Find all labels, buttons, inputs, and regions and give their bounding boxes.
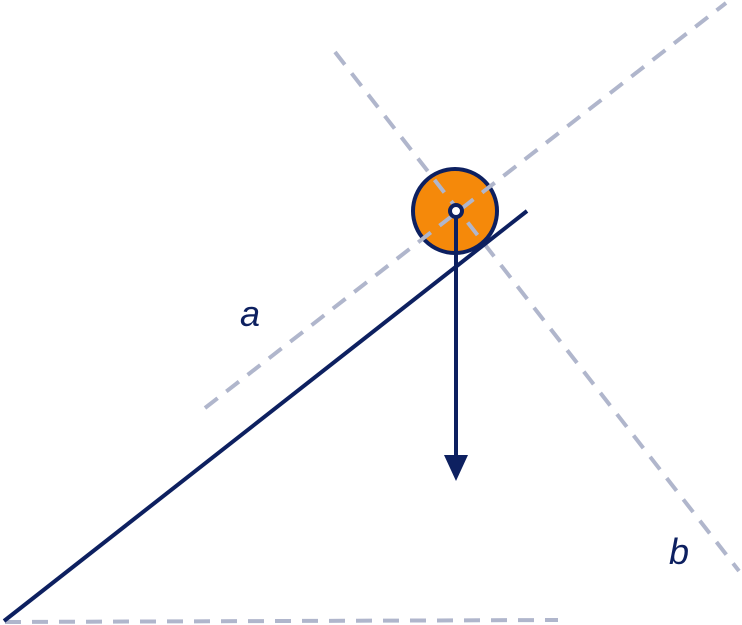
axis-b-dashed-line — [333, 50, 741, 573]
label-a: a — [240, 293, 260, 334]
axis-a-dashed-line — [203, 1, 728, 410]
gravity-arrow-head — [444, 455, 468, 481]
base-dashed-line — [4, 618, 559, 624]
ball-center-dot — [448, 203, 464, 219]
label-b: b — [669, 531, 689, 572]
incline-line — [2, 209, 529, 623]
